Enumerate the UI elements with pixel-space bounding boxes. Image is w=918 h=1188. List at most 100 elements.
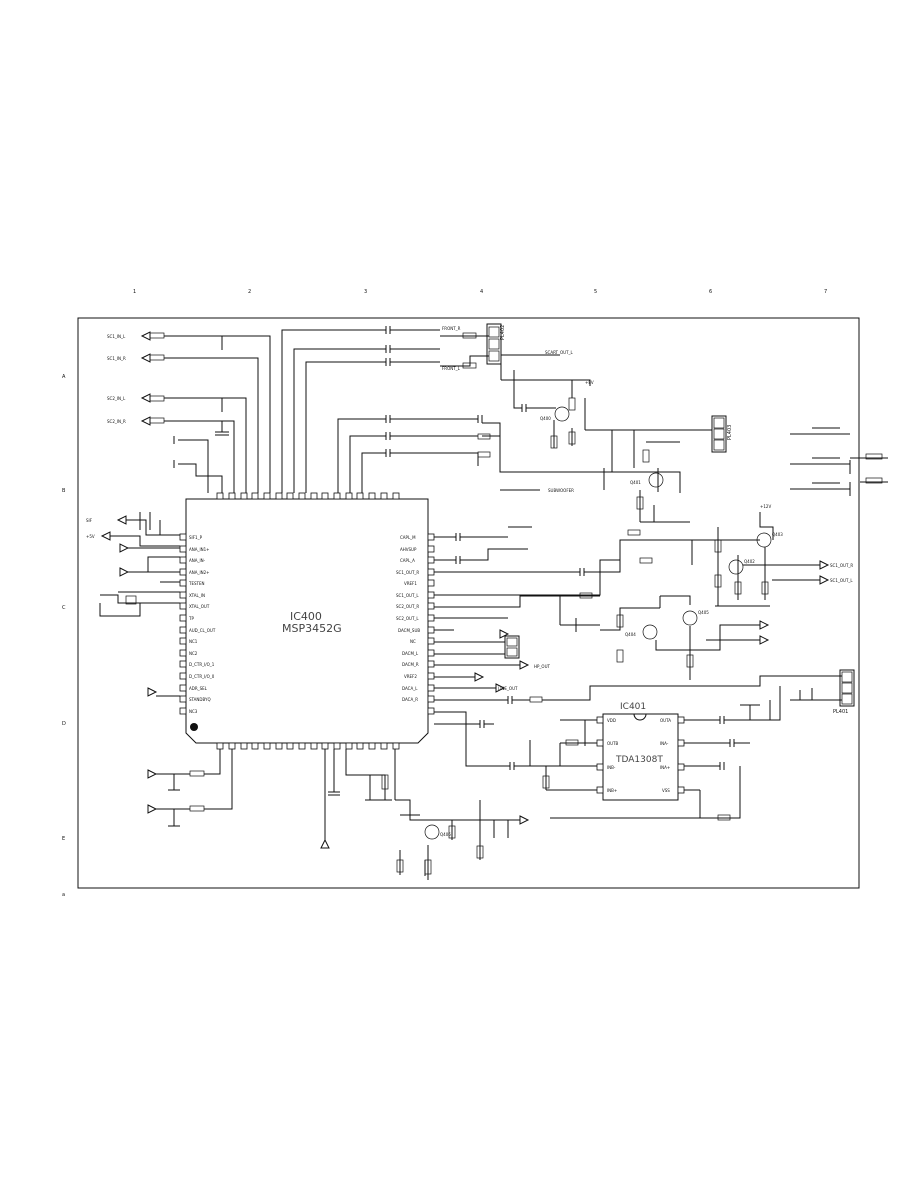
column-marker: 4 xyxy=(480,289,483,295)
net-label: LINE_OUT xyxy=(498,686,518,691)
pin-label: TESTEN xyxy=(188,581,204,586)
component-label: Q402 xyxy=(744,559,755,564)
column-marker: 1 xyxy=(133,289,136,295)
pin-label: SC2_OUT_R xyxy=(396,604,419,609)
transistor-labels: Q400 Q401 Q402 Q403 Q404 Q405 Q406 xyxy=(440,416,783,837)
net-label: SUBWOOFER xyxy=(548,488,574,493)
pin-label: AUD_CL_OUT xyxy=(189,628,216,633)
net-label: SC1_IN_R xyxy=(107,356,126,361)
pin-label: VDD xyxy=(607,718,616,723)
transistor-q405 xyxy=(682,610,698,626)
pin-label: DACM_R xyxy=(402,662,419,667)
pin-label: D_CTR_I/O_0 xyxy=(189,674,215,679)
jumper-links xyxy=(790,427,888,496)
scart-out-stage: SC1_OUT_R SC1_OUT_L xyxy=(434,512,853,607)
component-label: Q405 xyxy=(698,610,709,615)
pin-label: VREF2 xyxy=(404,674,417,679)
transistor-q404 xyxy=(642,624,658,640)
net-label: +12V xyxy=(760,504,771,509)
connector-label: PL402 xyxy=(500,325,506,340)
column-marker: 5 xyxy=(594,289,597,295)
pin-label: SC1_OUT_R xyxy=(396,570,419,575)
connector-pl401: PL401 xyxy=(833,669,855,715)
transistor-q400 xyxy=(554,406,570,422)
ic400-top-pins xyxy=(216,492,400,500)
pin-label: STANDBYQ xyxy=(189,697,211,702)
pin-label: AHVSUP xyxy=(400,547,417,552)
row-markers: A B C D E a xyxy=(62,374,66,898)
pin-label: VSS xyxy=(662,788,670,793)
ic400-left-pins: SIF1_P ANA_IN1+ ANA_IN- ANA_IN2+ TESTEN … xyxy=(179,533,216,715)
net-label: SC1_IN_L xyxy=(107,334,126,339)
ic401-ref: IC401 xyxy=(620,702,646,712)
row-marker: D xyxy=(62,721,66,727)
transistor-q406 xyxy=(424,824,440,840)
row-marker: C xyxy=(62,605,66,611)
ic400-right-pins: CAPL_M AHVSUP CAPL_A SC1_OUT_R VREF1 SC1… xyxy=(396,533,435,715)
pin-label: ANA_IN1+ xyxy=(189,547,210,552)
connector-pl402: PL402 xyxy=(440,323,506,369)
pin1-dot-icon xyxy=(190,723,198,731)
pin-label: NC1 xyxy=(189,639,198,644)
pin-label: XTAL_IN xyxy=(189,593,205,598)
column-markers: 1 2 3 4 5 6 7 xyxy=(133,289,827,295)
net-label: SC1_OUT_L xyxy=(830,578,853,583)
headphone-out-stage xyxy=(434,675,842,821)
column-marker: 2 xyxy=(248,289,251,295)
pin-label: XTAL_OUT xyxy=(189,604,210,609)
component-label: Q400 xyxy=(540,416,551,421)
input-network: SC1_IN_L SC1_IN_R SC2_IN_L SC2_IN_R xyxy=(107,326,440,493)
net-label: +8V xyxy=(585,380,594,385)
left-supply: +5V xyxy=(86,512,180,697)
net-label: FRONT_R xyxy=(442,326,461,331)
pin-label: DACA_L xyxy=(402,686,418,691)
pin-label: CAPL_M xyxy=(400,535,416,540)
component-label: Q406 xyxy=(440,832,451,837)
row-marker: A xyxy=(62,374,66,380)
pin-label: DACM_SUB xyxy=(398,628,420,633)
pin-label: INB+ xyxy=(607,788,617,793)
corner-mark: a xyxy=(62,892,65,898)
column-marker: 7 xyxy=(824,289,827,295)
row-marker: E xyxy=(62,836,65,842)
ic400-body xyxy=(185,498,429,744)
pin-label: SIF1_P xyxy=(189,535,203,540)
component-label: Q401 xyxy=(630,480,641,485)
pin-label: OUTA xyxy=(660,718,671,723)
pin-label: NC xyxy=(410,639,416,644)
ic401-body xyxy=(602,713,679,801)
bottom-network xyxy=(147,749,530,880)
pin-label: DACA_R xyxy=(402,697,418,702)
component-label: Q403 xyxy=(772,532,783,537)
transistor-q402 xyxy=(728,559,744,575)
pin-label: SC1_OUT_L xyxy=(396,593,419,598)
front-amp-stage xyxy=(440,345,712,523)
net-labels: SCART_OUT_L SUBWOOFER FRONT_R FRONT_L SI… xyxy=(86,326,771,691)
pin-label: OUTB xyxy=(607,741,619,746)
ic400-part: MSP3452G xyxy=(282,622,342,635)
ic400-ref: IC400 xyxy=(290,610,322,623)
pin-label: TP xyxy=(188,616,194,621)
pin-label: NC3 xyxy=(189,709,198,714)
pin-label: SC2_OUT_L xyxy=(396,616,419,621)
connector-pl403: PL403 xyxy=(711,415,733,453)
connector-label: PL401 xyxy=(833,709,848,715)
pin-label: ANA_IN- xyxy=(189,558,206,563)
net-label: SIF xyxy=(86,518,93,523)
pin-label: NC2 xyxy=(189,651,198,656)
transistor-q401 xyxy=(648,472,664,488)
pin-label: VREF1 xyxy=(404,581,417,586)
column-marker: 3 xyxy=(364,289,367,295)
net-label: SC2_IN_L xyxy=(107,396,126,401)
ic401: IC401 TDA1308T VDD OUTB INB- INB+ OUTA I… xyxy=(596,702,685,801)
row-marker: B xyxy=(62,488,66,494)
pin-label: INA+ xyxy=(660,765,670,770)
net-label: +5V xyxy=(86,534,95,539)
subwoofer-stage xyxy=(434,592,770,680)
ic400-bottom-pins xyxy=(216,742,400,750)
pin-label: DACM_L xyxy=(402,651,419,656)
net-label: HP_OUT xyxy=(534,664,550,669)
pin-label: ADR_SEL xyxy=(189,686,208,691)
net-label: FRONT_L xyxy=(442,366,461,371)
